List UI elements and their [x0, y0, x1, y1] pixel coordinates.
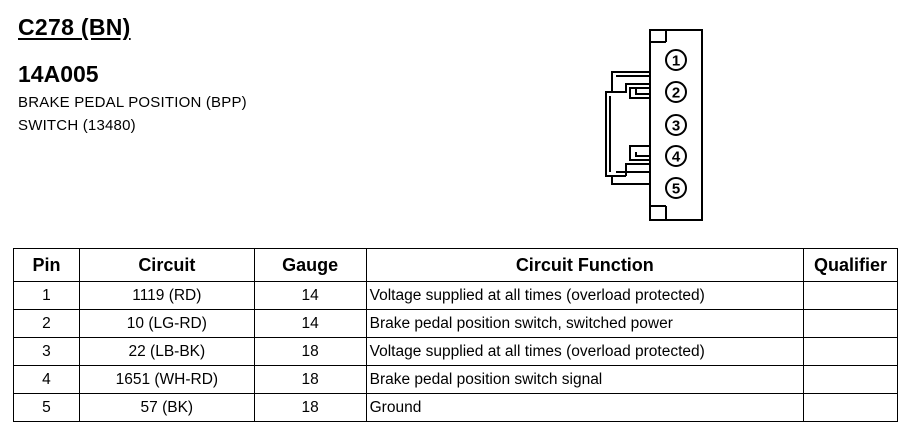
pin-marker-2: 2 [665, 81, 687, 103]
cell-pin: 2 [13, 309, 80, 338]
cell-function: Brake pedal position switch, switched po… [365, 309, 805, 338]
table-header-row: Pin Circuit Gauge Circuit Function Quali… [13, 248, 898, 282]
connector-face-diagram: 1 2 3 4 5 [605, 29, 703, 221]
component-description-line2: SWITCH (13480) [18, 117, 136, 134]
cell-gauge: 18 [253, 393, 367, 422]
pin-label-4: 4 [672, 149, 681, 166]
part-number: 14A005 [18, 61, 99, 87]
cell-function: Voltage supplied at all times (overload … [365, 337, 805, 366]
table-row: 3 22 (LB-BK) 18 Voltage supplied at all … [13, 337, 898, 366]
cell-function: Voltage supplied at all times (overload … [365, 281, 805, 310]
pin-marker-3: 3 [665, 114, 687, 136]
col-header-function: Circuit Function [365, 248, 805, 282]
cell-pin: 5 [13, 393, 80, 422]
component-description-line1: BRAKE PEDAL POSITION (BPP) [18, 94, 247, 111]
cell-qualifier [803, 337, 898, 366]
col-header-gauge: Gauge [253, 248, 367, 282]
cell-function: Ground [365, 393, 805, 422]
table-row: 5 57 (BK) 18 Ground [13, 393, 898, 422]
pin-marker-5: 5 [665, 177, 687, 199]
cell-circuit: 57 (BK) [78, 393, 255, 422]
pin-marker-4: 4 [665, 145, 687, 167]
connector-id-title: C278 (BN) [18, 14, 131, 40]
cell-circuit: 22 (LB-BK) [78, 337, 255, 366]
cell-circuit: 10 (LG-RD) [78, 309, 255, 338]
cell-qualifier [803, 393, 898, 422]
table-row: 2 10 (LG-RD) 14 Brake pedal position swi… [13, 309, 898, 338]
latch-spring [605, 91, 626, 177]
lower-latch-tab [625, 163, 650, 176]
pin-marker-1: 1 [665, 49, 687, 71]
cell-circuit: 1651 (WH-RD) [78, 365, 255, 394]
connector-housing [649, 29, 703, 221]
cell-pin: 3 [13, 337, 80, 366]
pin-label-1: 1 [672, 53, 680, 70]
table-row: 4 1651 (WH-RD) 18 Brake pedal position s… [13, 365, 898, 394]
cell-gauge: 18 [253, 365, 367, 394]
col-header-circuit: Circuit [78, 248, 255, 282]
pin-table: Pin Circuit Gauge Circuit Function Quali… [13, 248, 898, 422]
table-row: 1 1119 (RD) 14 Voltage supplied at all t… [13, 281, 898, 310]
cell-qualifier [803, 309, 898, 338]
cell-qualifier [803, 365, 898, 394]
cell-circuit: 1119 (RD) [78, 281, 255, 310]
cell-gauge: 14 [253, 309, 367, 338]
cell-gauge: 14 [253, 281, 367, 310]
cell-qualifier [803, 281, 898, 310]
cell-pin: 1 [13, 281, 80, 310]
cell-pin: 4 [13, 365, 80, 394]
pin-label-2: 2 [672, 85, 680, 102]
pin-label-3: 3 [672, 118, 680, 135]
pin-label-5: 5 [672, 181, 680, 198]
cell-function: Brake pedal position switch signal [365, 365, 805, 394]
cell-gauge: 18 [253, 337, 367, 366]
col-header-qualifier: Qualifier [803, 248, 898, 282]
col-header-pin: Pin [13, 248, 80, 282]
